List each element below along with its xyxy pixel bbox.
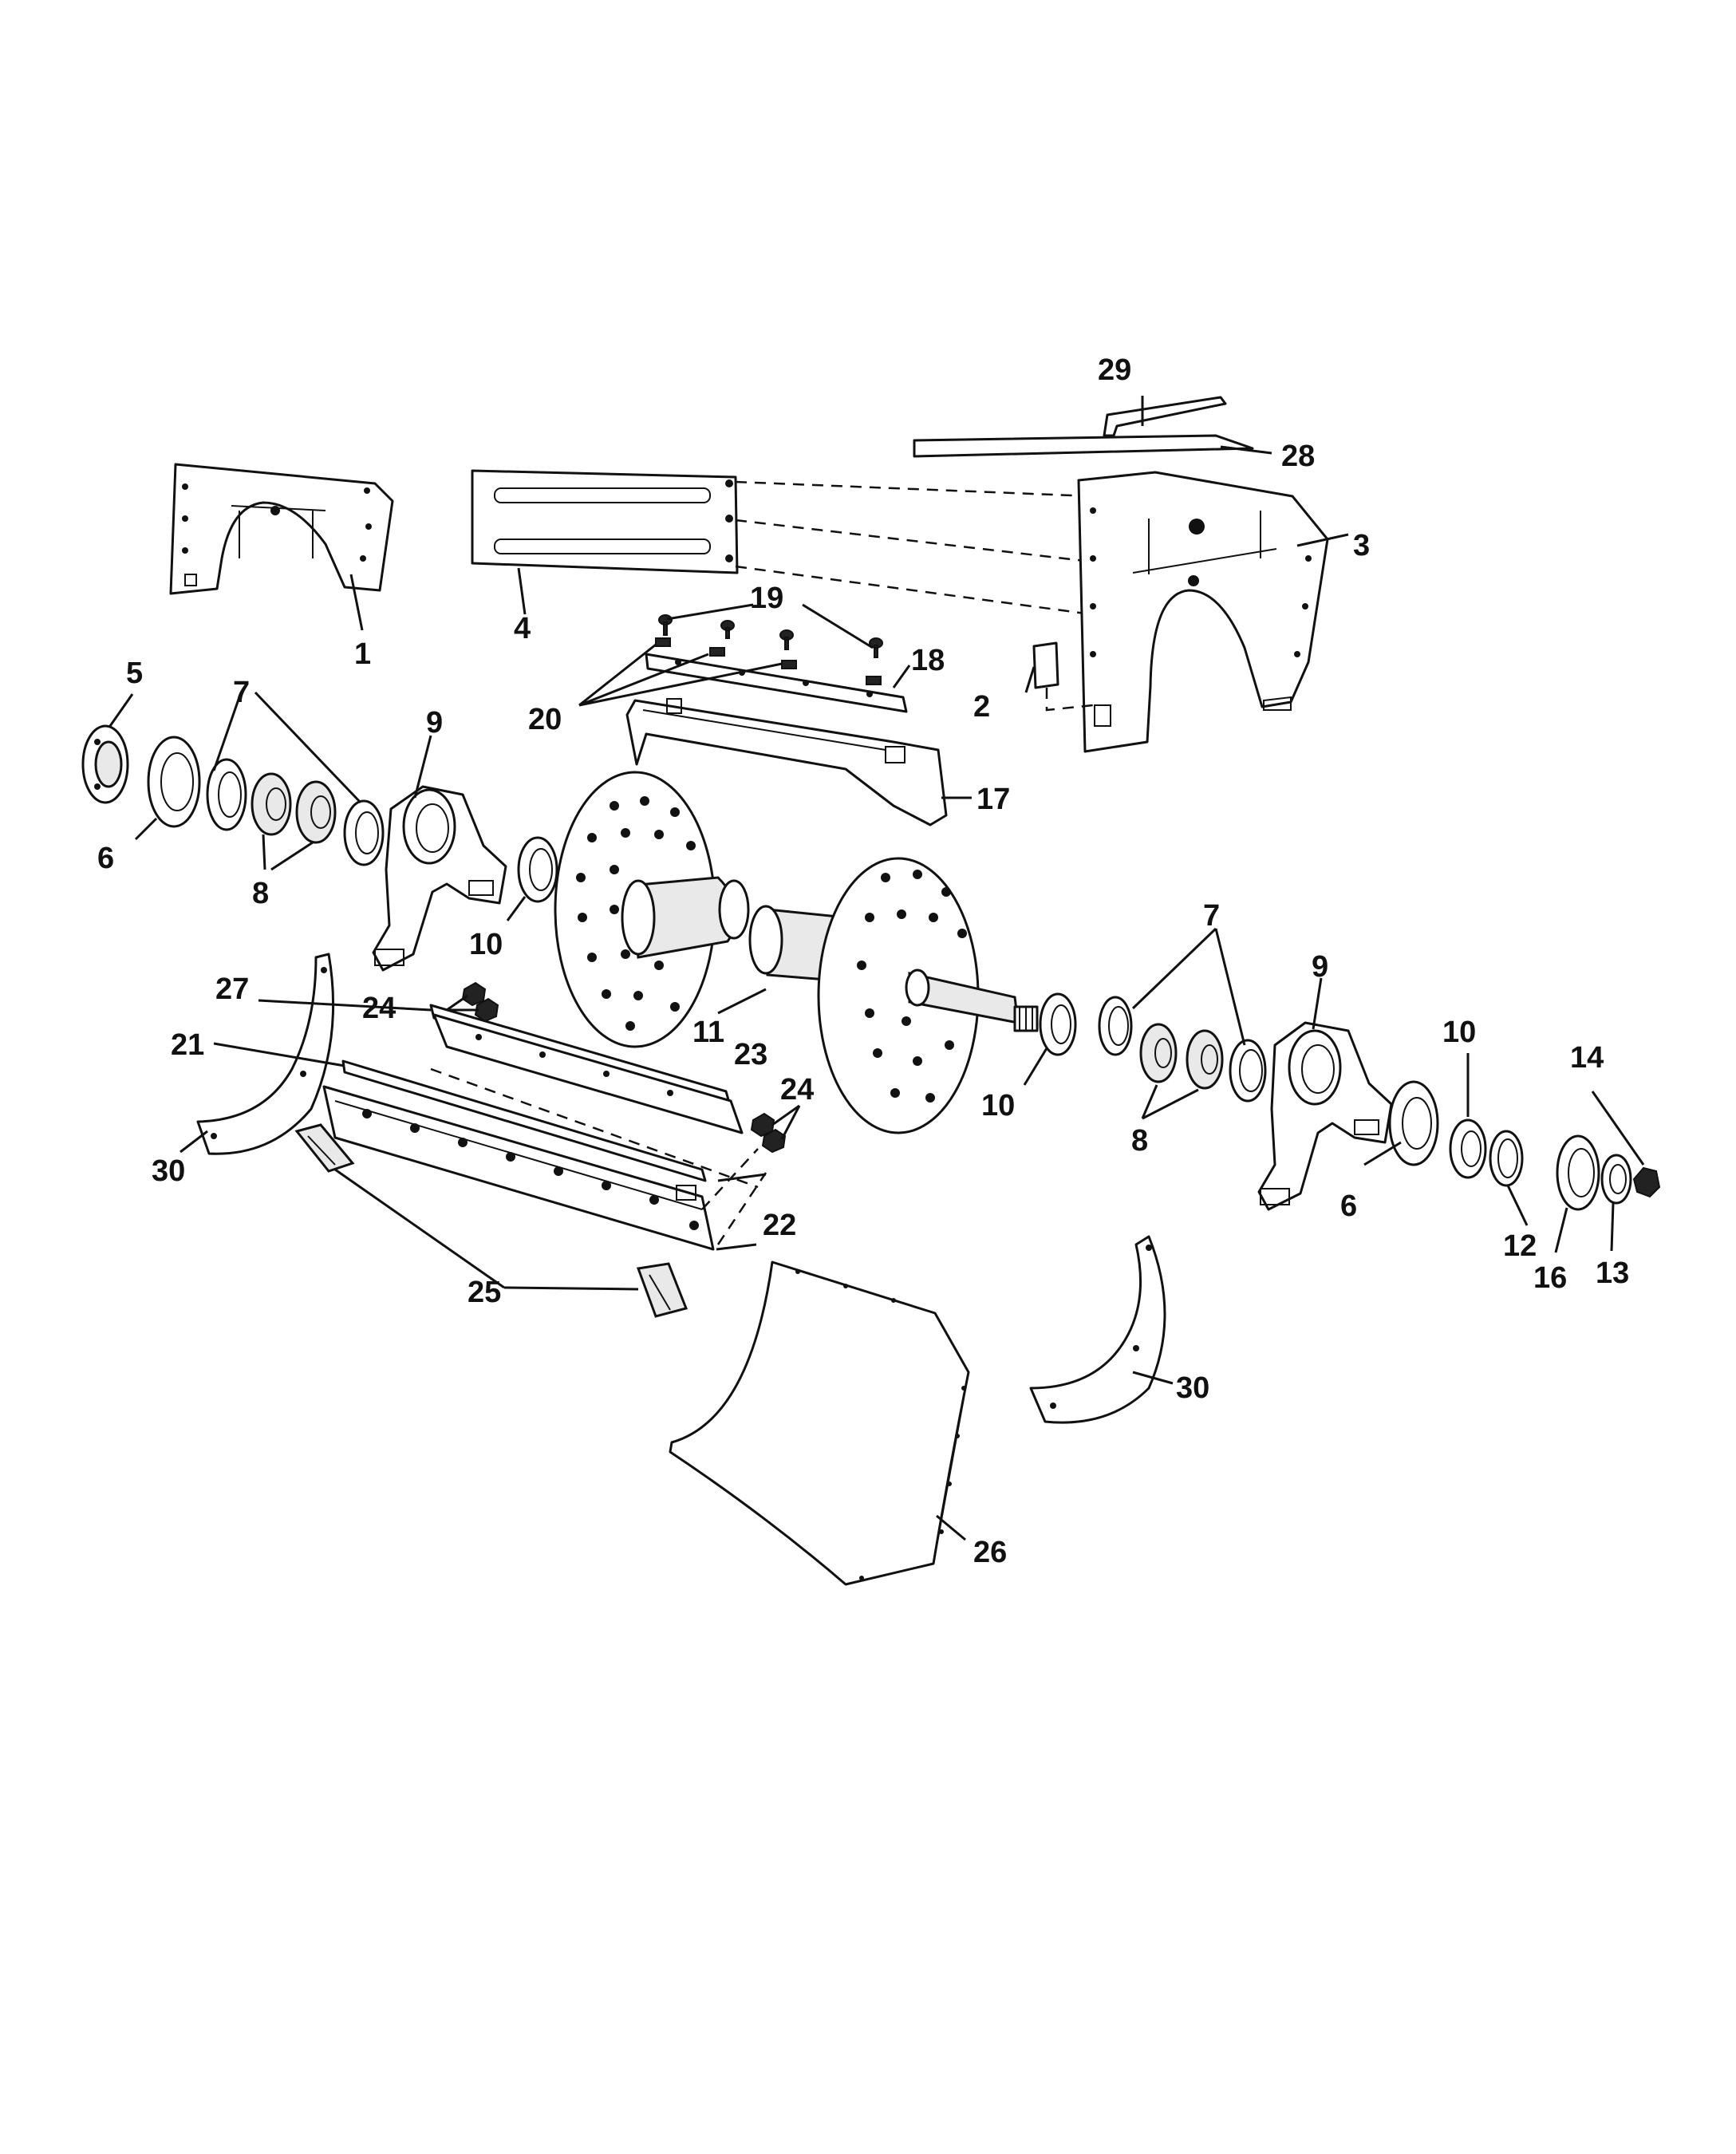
callout-6-right: 6 — [1340, 1189, 1357, 1223]
part-30-curved-plate-right — [1029, 1235, 1166, 1424]
callout-7-left: 7 — [233, 676, 250, 709]
part-13-lock-washer — [1600, 1154, 1632, 1205]
part-28-top-plate — [913, 434, 1254, 458]
callout-25: 25 — [468, 1276, 501, 1309]
part-21-bar — [341, 1059, 707, 1182]
part-1-left-side-panel — [169, 463, 394, 595]
part-10-seal-left — [517, 836, 558, 903]
part-10-seal-right-b — [1449, 1118, 1487, 1179]
callout-20: 20 — [528, 703, 562, 736]
part-17-support-bar — [625, 698, 948, 826]
part-24-nuts-lower — [750, 1112, 787, 1154]
part-23-knife-bar — [432, 1013, 744, 1134]
callout-10-center: 10 — [981, 1089, 1015, 1122]
callout-24-right: 24 — [780, 1073, 814, 1107]
part-29-clip — [1103, 396, 1227, 437]
part-7-bearing-cup-right — [1098, 996, 1133, 1056]
callout-8-left: 8 — [252, 877, 269, 910]
callout-labels: 1 2 3 4 5 6 6 7 7 8 8 9 9 10 10 10 10 11… — [97, 353, 1629, 1569]
part-9-pillow-block-left — [372, 785, 507, 972]
callout-18: 18 — [911, 644, 945, 677]
part-7-bearing-race-right — [1229, 1039, 1267, 1103]
part-30-curved-plate-left — [196, 953, 335, 1155]
part-25-knife-section-lower — [636, 1262, 688, 1318]
part-11-drum-shaft — [554, 771, 1039, 1134]
callout-7-right: 7 — [1203, 899, 1220, 933]
callout-9-right: 9 — [1312, 950, 1328, 984]
part-12-washer — [1489, 1130, 1524, 1187]
part-2-small-plate — [1032, 641, 1094, 712]
callout-22: 22 — [763, 1209, 796, 1242]
callout-27: 27 — [215, 972, 249, 1006]
part-7-bearing-race-left — [343, 799, 385, 866]
callout-29: 29 — [1098, 353, 1131, 387]
part-24-nuts-upper — [461, 981, 499, 1023]
callout-1: 1 — [354, 637, 371, 671]
callout-30-left: 30 — [152, 1154, 185, 1188]
callout-10-right: 10 — [1442, 1016, 1476, 1049]
part-5-lock-collar — [81, 724, 129, 804]
callout-4: 4 — [514, 612, 531, 645]
callout-11: 11 — [692, 1016, 724, 1049]
left-disc-holes — [576, 796, 696, 1031]
callout-24-left: 24 — [362, 992, 396, 1025]
part-25-knife-section-upper — [294, 1123, 355, 1173]
part-26-curved-pan — [669, 1260, 970, 1586]
callout-26: 26 — [973, 1536, 1007, 1569]
callout-9-left: 9 — [426, 706, 443, 740]
right-disc-holes — [857, 870, 967, 1103]
part-6-flange-right — [1388, 1080, 1439, 1166]
callout-6-left: 6 — [97, 842, 114, 875]
leader-lines — [108, 396, 1645, 1541]
part-16-washer — [1556, 1134, 1600, 1211]
callout-2: 2 — [973, 690, 990, 724]
callout-8-right: 8 — [1131, 1124, 1148, 1158]
callout-3: 3 — [1353, 529, 1370, 562]
callout-5: 5 — [126, 657, 143, 690]
callout-17: 17 — [977, 783, 1010, 816]
part-9-pillow-block-right — [1257, 1021, 1393, 1211]
callout-28: 28 — [1281, 440, 1315, 473]
part-8-bearing-cones-right — [1139, 1023, 1224, 1090]
callout-10-left: 10 — [469, 928, 503, 961]
part-10-seal-right-a — [1039, 992, 1077, 1056]
callout-14: 14 — [1570, 1041, 1604, 1075]
callout-30-right: 30 — [1176, 1371, 1209, 1405]
part-22-beam — [322, 1085, 715, 1251]
callout-13: 13 — [1596, 1256, 1629, 1290]
part-3-right-side-panel — [1077, 471, 1329, 753]
part-6-flange-left — [147, 736, 201, 828]
part-19-bolts — [658, 614, 884, 658]
callout-19: 19 — [750, 582, 783, 615]
part-4-cover-panel — [471, 469, 739, 574]
callout-16: 16 — [1533, 1261, 1567, 1295]
callout-23: 23 — [734, 1038, 767, 1071]
part-8-bearing-cones-left — [251, 772, 337, 844]
callout-12: 12 — [1503, 1229, 1537, 1263]
part-7-bearing-cup-left — [206, 758, 247, 831]
callout-21: 21 — [171, 1028, 204, 1062]
part-14-nut — [1632, 1166, 1661, 1198]
